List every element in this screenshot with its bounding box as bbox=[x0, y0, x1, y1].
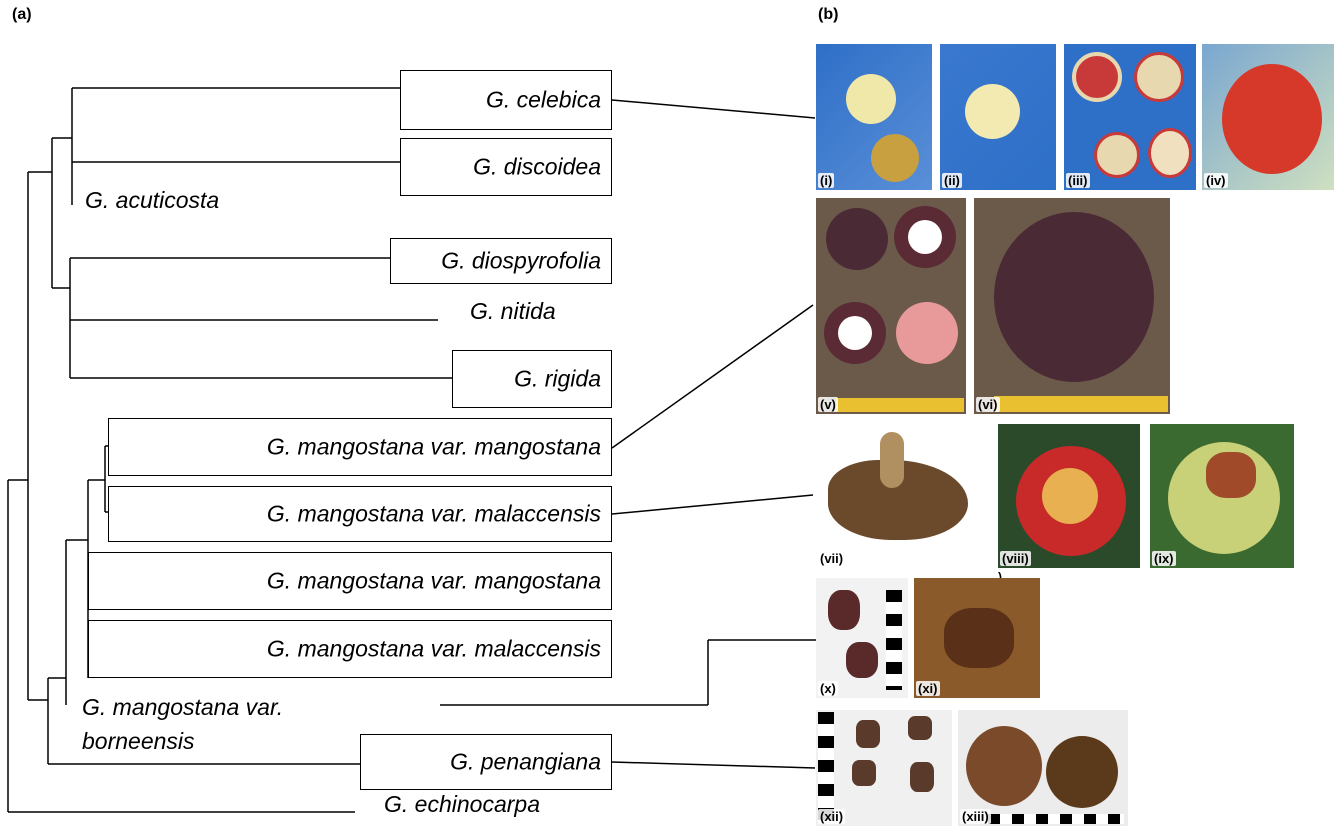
taxon-rigida: G. rigida bbox=[514, 366, 601, 393]
photo-vi-tag: (vi) bbox=[976, 397, 1000, 412]
photo-v: (v) bbox=[816, 198, 966, 414]
mangosteen-shape bbox=[824, 302, 886, 364]
mangosteen-shape bbox=[994, 212, 1154, 382]
taxon-mangostana-1: G. mangostana var. mangostana bbox=[267, 434, 601, 461]
coin-shape bbox=[871, 134, 919, 182]
box-discoidea: G. discoidea bbox=[400, 138, 612, 196]
photo-i: (i) bbox=[816, 44, 932, 190]
photo-ix-tag: (ix) bbox=[1152, 551, 1176, 566]
box-diospyrofolia: G. diospyrofolia bbox=[390, 238, 612, 284]
photo-xi-tag: (xi) bbox=[916, 681, 940, 696]
photo-viii: (viii) bbox=[998, 424, 1140, 568]
taxon-diospyrofolia: G. diospyrofolia bbox=[441, 248, 601, 275]
box-penangiana: G. penangiana bbox=[360, 734, 612, 790]
mangosteen-shape bbox=[894, 206, 956, 268]
specimen-shape bbox=[856, 720, 880, 748]
fruit-half-shape bbox=[1094, 132, 1140, 178]
box-mangostana-1: G. mangostana var. mangostana bbox=[108, 418, 612, 476]
photo-xii-tag: (xii) bbox=[818, 809, 845, 824]
dried-flower-shape bbox=[846, 642, 878, 678]
photo-ii-tag: (ii) bbox=[942, 173, 962, 188]
photo-xiii-tag: (xiii) bbox=[960, 809, 991, 824]
flower-shape bbox=[965, 84, 1020, 139]
photo-x-tag: (x) bbox=[818, 681, 838, 696]
dried-flower-shape bbox=[944, 608, 1014, 668]
box-malaccensis-1: G. mangostana var. malaccensis bbox=[108, 486, 612, 542]
taxon-malaccensis-1: G. mangostana var. malaccensis bbox=[267, 501, 601, 528]
scale-bar-shape bbox=[818, 712, 834, 822]
specimen-shape bbox=[910, 762, 934, 792]
photo-ix: (ix) bbox=[1150, 424, 1294, 568]
box-celebica: G. celebica bbox=[400, 70, 612, 130]
photo-iii-tag: (iii) bbox=[1066, 173, 1090, 188]
specimen-shape bbox=[908, 716, 932, 740]
taxon-borneensis-line2: borneensis bbox=[82, 728, 195, 755]
taxon-nitida: G. nitida bbox=[470, 298, 556, 325]
photo-iv-tag: (iv) bbox=[1204, 173, 1228, 188]
mangosteen-shape bbox=[896, 302, 958, 364]
dried-flower-shape bbox=[828, 590, 860, 630]
taxon-acuticosta: G. acuticosta bbox=[85, 187, 219, 214]
specimen-shape bbox=[852, 760, 876, 786]
fruit-half-shape bbox=[1072, 52, 1122, 102]
photo-vii: (vii) bbox=[816, 424, 988, 568]
dried-fruit-shape bbox=[1046, 736, 1118, 808]
photo-vi: (vi) bbox=[974, 198, 1170, 414]
taxon-discoidea: G. discoidea bbox=[473, 154, 601, 181]
photo-iii: (iii) bbox=[1064, 44, 1196, 190]
fruit-center-shape bbox=[1042, 468, 1098, 524]
stigma-shape bbox=[1206, 452, 1256, 498]
taxon-penangiana: G. penangiana bbox=[450, 749, 601, 776]
taxon-malaccensis-2: G. mangostana var. malaccensis bbox=[267, 636, 601, 663]
dried-fruit-shape bbox=[966, 726, 1042, 806]
photo-xii: (xii) bbox=[816, 710, 952, 826]
box-mangostana-2: G. mangostana var. mangostana bbox=[88, 552, 612, 610]
panel-a-label: (a) bbox=[12, 6, 32, 24]
scale-bar-shape bbox=[886, 590, 902, 690]
box-rigida: G. rigida bbox=[452, 350, 612, 408]
red-fruit-shape bbox=[1222, 64, 1322, 174]
photo-v-tag: (v) bbox=[818, 397, 838, 412]
photo-vii-tag: (vii) bbox=[818, 551, 845, 566]
box-malaccensis-2: G. mangostana var. malaccensis bbox=[88, 620, 612, 678]
photo-ii: (ii) bbox=[940, 44, 1056, 190]
spike-shape bbox=[880, 432, 904, 488]
flower-shape bbox=[846, 74, 896, 124]
panel-b-label: (b) bbox=[818, 6, 838, 24]
taxon-borneensis-line1: G. mangostana var. bbox=[82, 694, 283, 721]
photo-iv: (iv) bbox=[1202, 44, 1334, 190]
photo-xi: (xi) bbox=[914, 578, 1040, 698]
ruler-shape bbox=[836, 398, 964, 412]
photo-viii-tag: (viii) bbox=[1000, 551, 1031, 566]
taxon-echinocarpa: G. echinocarpa bbox=[384, 791, 540, 818]
scale-bar-shape bbox=[988, 814, 1124, 824]
fruit-half-shape bbox=[1148, 128, 1192, 178]
taxon-celebica: G. celebica bbox=[486, 87, 601, 114]
taxon-mangostana-2: G. mangostana var. mangostana bbox=[267, 568, 601, 595]
photo-i-tag: (i) bbox=[818, 173, 834, 188]
photo-x: (x) bbox=[816, 578, 908, 698]
photo-xiii: (xiii) bbox=[958, 710, 1128, 826]
ruler-shape bbox=[994, 396, 1168, 412]
fruit-half-shape bbox=[1134, 52, 1184, 102]
mangosteen-shape bbox=[826, 208, 888, 270]
